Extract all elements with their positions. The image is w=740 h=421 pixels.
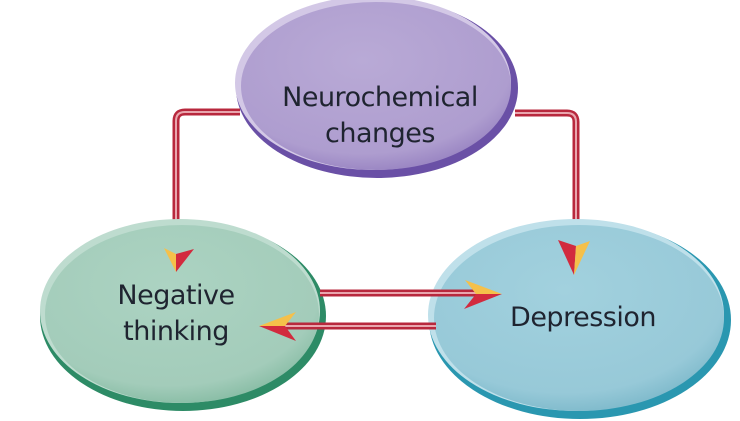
node-neuro-label-line2: changes [325,118,435,149]
arrowhead-neuro-to-negative [164,248,194,272]
arrowhead-depression-to-negative-bottom [259,326,296,341]
connector-negative-to-depression [320,280,502,309]
connector-depression-to-negative [259,312,436,341]
connector-neuro-to-negative [172,108,240,262]
node-negative-label-line2: thinking [123,316,229,347]
connector-neuro-to-depression [515,109,580,248]
arrowhead-neuro-to-depression [558,240,590,275]
node-neuro-label-line1: Neurochemical [282,82,478,113]
node-depression-label: Depression [510,302,656,333]
node-negative-label-line1: Negative [117,280,234,311]
node-depression: Depression [428,219,731,419]
node-neurochemical-changes: Neurochemical changes [235,0,518,178]
node-neuro-body [241,2,511,170]
arrowhead-negative-to-depression-top [465,280,502,294]
node-negative-thinking: Negative thinking [40,219,326,411]
node-negative-body [45,225,319,403]
node-depression-body [434,225,724,411]
arrowhead-negative-to-depression-bottom [464,294,502,309]
arrowhead-depression-to-negative-top [259,312,296,326]
